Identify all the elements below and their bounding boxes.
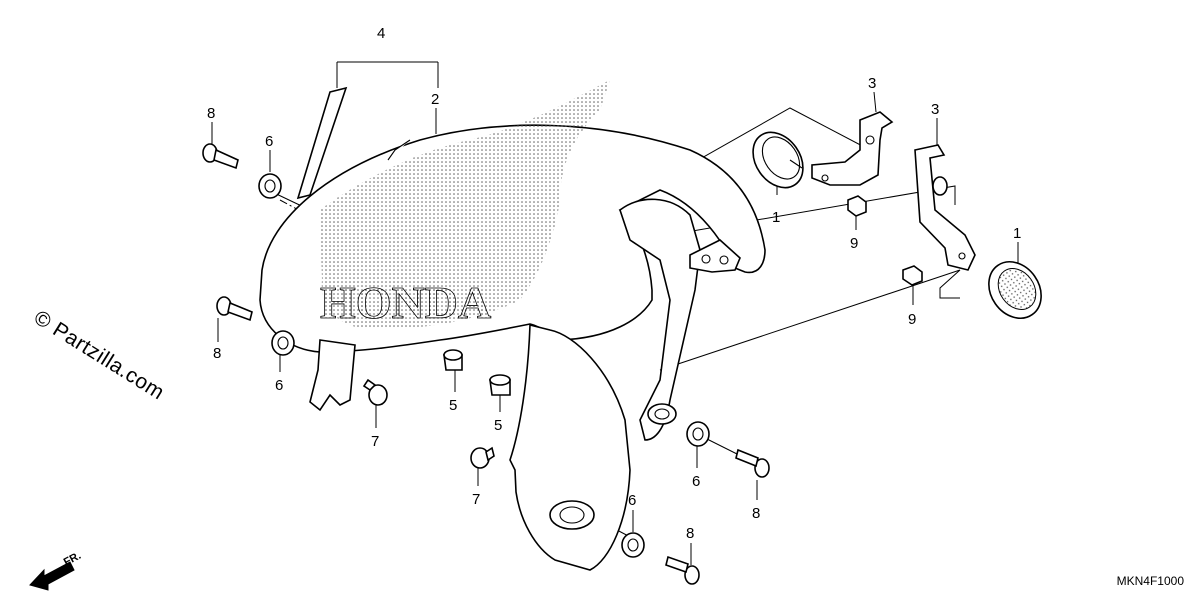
- callout-4: 4: [377, 25, 385, 42]
- callout-5: 5: [449, 397, 457, 414]
- screw-7b: [470, 446, 495, 469]
- grommet-6a: [258, 173, 282, 199]
- grommet-6c: [686, 421, 710, 447]
- bolt-8c: [735, 448, 770, 478]
- bolt-8d: [665, 555, 700, 585]
- front-direction-arrow-icon: FR.: [29, 550, 83, 591]
- callout-1: 1: [1013, 225, 1021, 242]
- collar-5a: [443, 349, 463, 371]
- reflector-bracket-right: [914, 144, 976, 271]
- nut-9a: [847, 195, 867, 217]
- direction-label: FR.: [62, 550, 83, 569]
- collar-5b: [489, 374, 511, 396]
- callout-8: 8: [686, 525, 694, 542]
- front-fender: HONDA: [259, 80, 766, 571]
- callout-6: 6: [692, 473, 700, 490]
- callout-5: 5: [494, 417, 502, 434]
- bolt-8b: [216, 296, 253, 322]
- callout-3: 3: [931, 101, 939, 118]
- reflector-left: [752, 131, 804, 189]
- callout-3: 3: [868, 75, 876, 92]
- callouts: 4 2 8 6 3 3 1 9 1 9 8 6 7 5 5 6 8 7 6 8: [207, 25, 1021, 542]
- callout-9: 9: [908, 311, 916, 328]
- callout-6: 6: [265, 133, 273, 150]
- reflector-bracket-left: [811, 111, 894, 186]
- bolt-8a: [202, 143, 239, 170]
- diagram-code: MKN4F1000: [1116, 574, 1184, 588]
- callout-8: 8: [213, 345, 221, 362]
- callout-8: 8: [752, 505, 760, 522]
- grommet-6b: [271, 330, 295, 356]
- callout-6: 6: [275, 377, 283, 394]
- callout-2: 2: [431, 91, 439, 108]
- callout-1: 1: [772, 209, 780, 226]
- reflector-right: [988, 261, 1042, 319]
- honda-logo-text: HONDA: [320, 277, 491, 328]
- nut-9b: [902, 265, 923, 286]
- callout-9: 9: [850, 235, 858, 252]
- callout-7: 7: [371, 433, 379, 450]
- callout-7: 7: [472, 491, 480, 508]
- fender-stripe: [296, 86, 348, 200]
- callout-6: 6: [628, 492, 636, 509]
- screw-7a: [362, 378, 388, 406]
- callout-8: 8: [207, 105, 215, 122]
- grommet-6d: [621, 532, 645, 558]
